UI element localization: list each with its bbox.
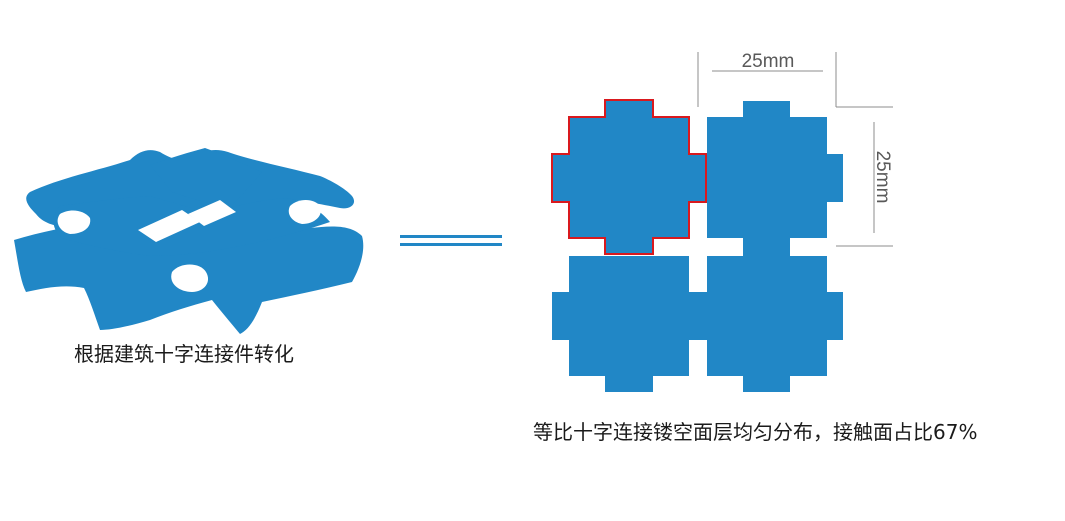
- connector-piece-middle: [53, 196, 331, 256]
- dimension-height: [836, 106, 893, 247]
- equals-bar-bottom: [400, 243, 502, 246]
- connector-cutouts: [57, 200, 321, 292]
- left-caption: 根据建筑十字连接件转化: [74, 342, 294, 366]
- connector-piece-top: [150, 148, 262, 208]
- equals-sign: [400, 235, 502, 246]
- right-caption: 等比十字连接镂空面层均匀分布，接触面占比67%: [533, 420, 978, 444]
- cross-tile-top-right: [707, 101, 843, 238]
- dimension-width-label: 25mm: [742, 51, 795, 72]
- equals-bar-top: [400, 235, 502, 238]
- building-cross-connector: [14, 148, 364, 334]
- tile-bridge-horizontal-bottom: [689, 292, 707, 340]
- connector-notch-1: [171, 264, 209, 292]
- tile-bridge-vertical-right: [743, 237, 790, 256]
- connector-notch-3: [288, 200, 321, 224]
- dimension-height-label: 25mm: [872, 151, 893, 204]
- cross-tile-top-left: [551, 99, 707, 255]
- cross-tile-bottom-right: [707, 256, 843, 392]
- cross-tile-bottom-left: [552, 256, 689, 392]
- connector-notch-2: [57, 210, 91, 234]
- cross-tile-grid: [551, 99, 843, 392]
- dimension-width: [697, 52, 837, 107]
- connector-slot-1: [138, 210, 200, 242]
- connector-slot-2: [188, 200, 236, 226]
